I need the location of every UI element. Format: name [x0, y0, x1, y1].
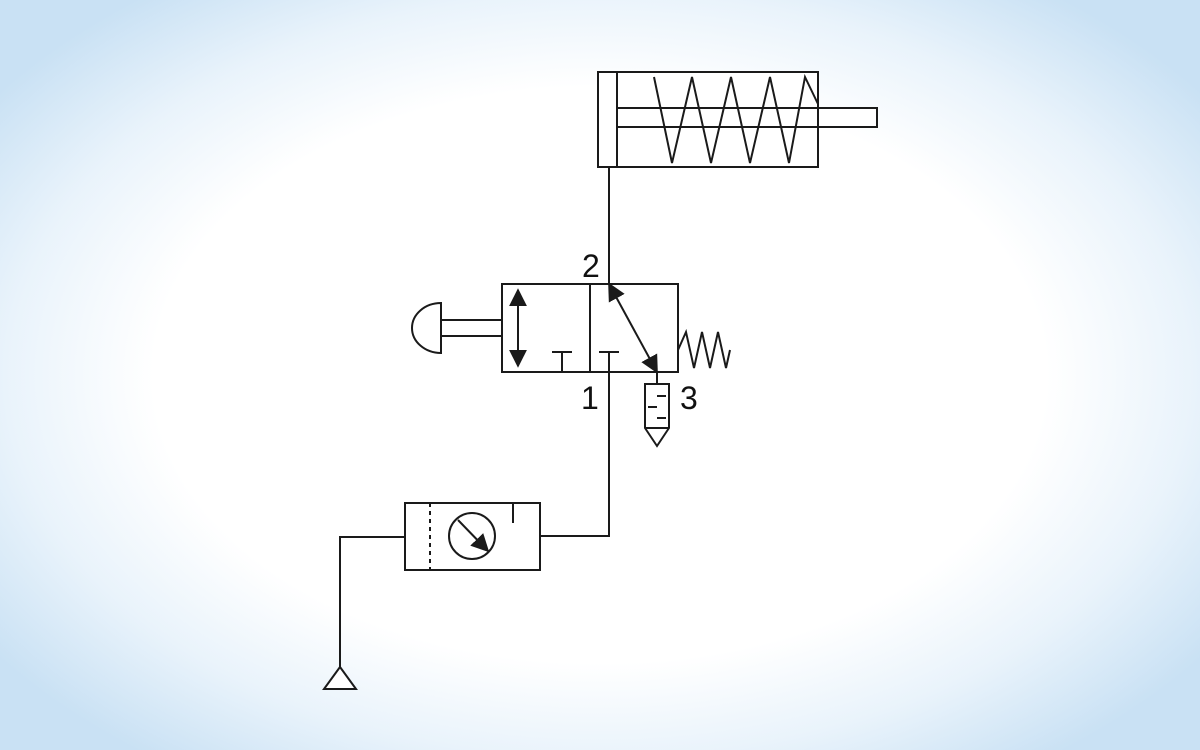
cylinder — [597, 71, 878, 168]
push-button-actuator — [411, 301, 502, 355]
push-button-head — [411, 301, 442, 355]
exhaust-silencer — [644, 372, 670, 448]
valve-blocked-port-right — [599, 351, 619, 372]
pressure-source-icon — [322, 665, 358, 690]
cylinder-rod-outer — [817, 107, 878, 128]
valve-blocked-port-left — [552, 351, 572, 372]
cylinder-spring — [653, 73, 819, 164]
valve-return-spring — [677, 328, 731, 369]
pressure-gauge-icon — [448, 512, 496, 560]
port-label-3: 3 — [680, 380, 698, 416]
supply-line-1 — [540, 372, 610, 537]
port-label-2: 2 — [582, 248, 600, 284]
pressure-gauge-needle — [457, 519, 490, 553]
port-label-1: 1 — [581, 380, 599, 416]
directional-valve — [411, 282, 731, 374]
valve-flow-arrow-right — [608, 282, 658, 374]
supply-line-source — [339, 536, 405, 667]
filter-regulator — [404, 502, 541, 571]
